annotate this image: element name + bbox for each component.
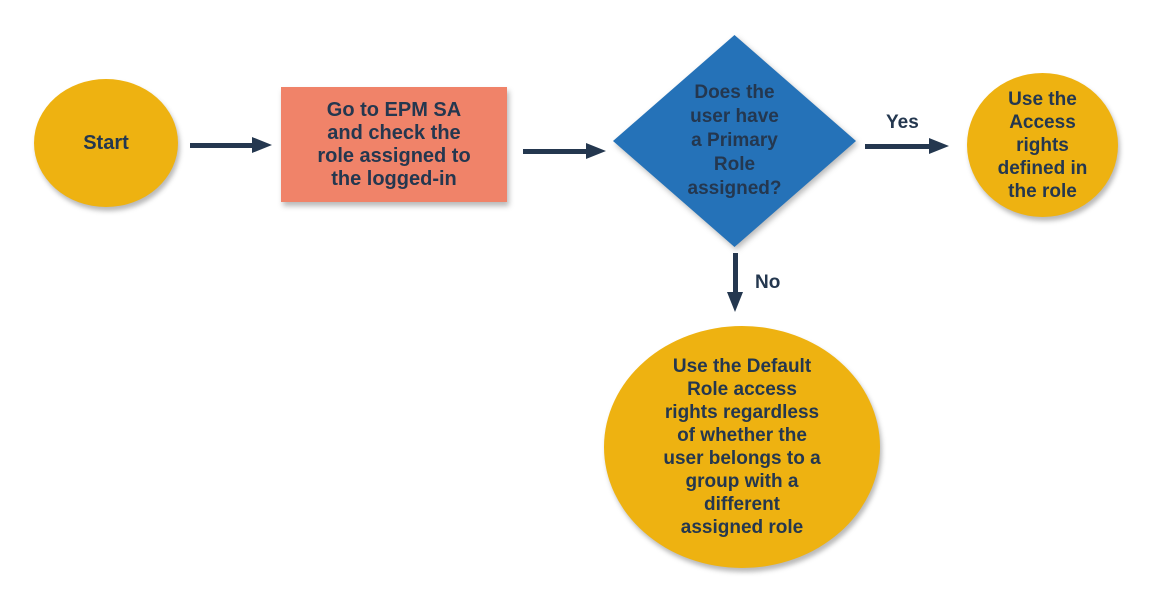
yes-edge-label: Yes <box>886 112 919 133</box>
decision-node-wrapper: Does the user have a Primary Role assign… <box>613 35 856 247</box>
arrow-decision-to-yes-outcome <box>865 144 929 149</box>
arrow-start-to-process <box>190 143 252 148</box>
outcome-no-node: Use the Default Role access rights regar… <box>604 326 880 568</box>
arrow-decision-to-no-outcome <box>733 253 738 292</box>
arrow-decision-to-yes-outcome-head <box>929 138 949 154</box>
arrow-start-to-process-head <box>252 137 272 153</box>
decision-node: Does the user have a Primary Role assign… <box>613 35 856 247</box>
arrow-process-to-decision <box>523 149 586 154</box>
start-node: Start <box>34 79 178 207</box>
process-node: Go to EPM SA and check the role assigned… <box>281 87 507 202</box>
arrow-process-to-decision-head <box>586 143 606 159</box>
no-edge-label: No <box>755 272 781 293</box>
outcome-yes-node: Use the Access rights defined in the rol… <box>967 73 1118 217</box>
arrow-decision-to-no-outcome-head <box>727 292 743 312</box>
